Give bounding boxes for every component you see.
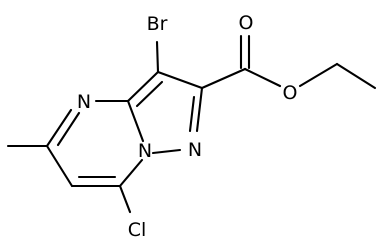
bond-bridge-c-to-cbr	[126, 70, 160, 103]
bond-pyrazole-n-to-bridge-n	[151, 148, 182, 155]
bond-carbonyl-c-to-ester-o	[243, 67, 282, 88]
atom-label-br: Br	[147, 13, 168, 35]
bond-ester-o-to-ch2	[298, 62, 339, 88]
bond-ring-n-to-methyl-c	[45, 108, 73, 148]
bond-ring-n-to-methyl-c-double	[56, 111, 81, 147]
bond-cbr-to-cester	[156, 70, 204, 90]
bond-bridge-n-to-bridge-c	[126, 99, 145, 143]
atom-label-ester-o: O	[283, 82, 298, 104]
atom-label-carbonyl-o: O	[239, 12, 254, 34]
bond-ccl-to-cl	[118, 184, 132, 214]
bond-ccl-to-bridge-n	[118, 158, 144, 188]
atom-label-group: Br N N N O O Cl	[77, 12, 298, 241]
atom-label-cl: Cl	[128, 219, 147, 241]
bond-cbr-to-br	[155, 40, 160, 74]
bond-ch2-to-ch3	[335, 62, 377, 90]
bond-bridge-c-to-cbr-double	[135, 80, 164, 108]
bond-methyl-c-to-ch	[45, 144, 74, 188]
bond-cester-to-pyrazole-n	[195, 86, 204, 133]
atom-label-bridge-n: N	[138, 140, 152, 162]
bond-cester-to-pyrazole-n-double	[188, 95, 196, 133]
bond-group	[6, 34, 377, 214]
atom-label-ring-n: N	[77, 91, 91, 113]
bond-cester-to-carbonyl-c	[200, 67, 247, 90]
atom-label-pyrazole-n: N	[188, 139, 202, 161]
